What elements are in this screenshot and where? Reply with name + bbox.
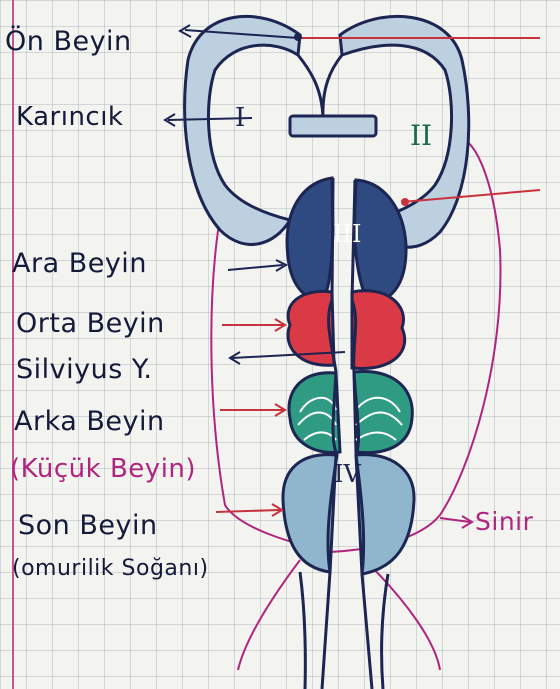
label-ara-beyin: Ara Beyin	[12, 250, 147, 277]
forebrain-midline	[298, 55, 342, 118]
diencephalon-left	[287, 178, 333, 302]
ventricle-3-numeral: III	[333, 222, 361, 246]
ventricle-4-numeral: IV	[334, 462, 361, 486]
label-arka-beyin: Arka Beyin	[14, 408, 165, 435]
nerve-left-branch	[238, 560, 300, 670]
spinal-cord-outline	[300, 572, 388, 689]
nerve-right-branch	[365, 560, 440, 670]
label-silviyus: Silviyus Y.	[16, 356, 152, 383]
arrow-son-beyin	[216, 510, 280, 512]
midbrain-right	[352, 291, 405, 369]
arrow-ara-beyin	[228, 265, 283, 270]
label-karincik: Karıncık	[16, 104, 124, 130]
diencephalon-right	[354, 180, 406, 304]
label-son-beyin: Son Beyin	[18, 512, 158, 539]
interventricular-bridge	[290, 116, 376, 136]
label-kucuk-beyin: (Küçük Beyin)	[10, 456, 196, 482]
arrow-sinir	[440, 516, 472, 528]
label-sinir: Sinir	[475, 509, 533, 534]
on-beyin-dot	[294, 33, 302, 41]
label-orta-beyin: Orta Beyin	[16, 310, 165, 337]
label-omurilik-sogani: (omurilik Soğanı)	[12, 558, 209, 580]
diencephalon-dot	[401, 198, 409, 206]
ventricle-2-numeral: II	[410, 122, 432, 150]
label-on-beyin: Ön Beyin	[5, 28, 132, 55]
ventricle-1-numeral: I	[235, 105, 245, 131]
